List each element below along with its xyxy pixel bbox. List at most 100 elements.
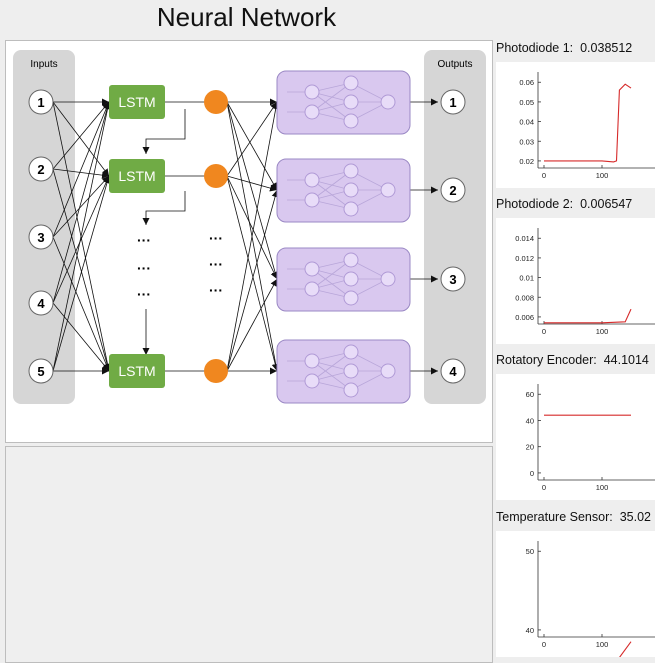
output-node	[440, 177, 466, 203]
ellipsis: ···	[137, 286, 151, 302]
edge	[226, 101, 279, 280]
x-tick-label: 100	[596, 171, 609, 180]
edge	[226, 101, 278, 191]
activation-node	[204, 359, 228, 383]
y-tick-label: 0.008	[515, 293, 534, 302]
output-node	[440, 89, 466, 115]
inputs-label: Inputs	[30, 59, 57, 70]
edge	[52, 101, 111, 304]
x-tick-label: 100	[596, 327, 609, 336]
y-tick-label: 0.012	[515, 254, 534, 263]
y-tick-label: 20	[526, 443, 534, 452]
edge	[226, 101, 280, 372]
input-node	[28, 358, 54, 384]
sensor-label-rotatory-encoder: Rotatory Encoder: 44.1014	[496, 353, 649, 367]
edge	[226, 189, 279, 372]
y-tick-label: 0.02	[519, 157, 534, 166]
output-node-label: 4	[449, 364, 457, 379]
network-diagram: Inputs Outputs 1 2 3 4 5 LSTM LSTM LSTM ··· ··· ··…	[13, 50, 486, 404]
input-node-label: 3	[37, 230, 44, 245]
y-tick-label: 0.01	[519, 274, 534, 283]
x-tick-label: 100	[596, 640, 609, 649]
sensor-name: Rotatory Encoder:	[496, 353, 597, 367]
output-node-label: 3	[449, 272, 456, 287]
input-node-label: 2	[37, 162, 44, 177]
edge	[52, 101, 110, 170]
ellipsis: ···	[137, 260, 151, 276]
recurrent-edge	[142, 109, 186, 154]
edge	[226, 175, 279, 372]
y-tick-label: 50	[526, 547, 534, 556]
output-node	[440, 358, 466, 384]
y-tick-label: 40	[526, 416, 534, 425]
activation-node	[204, 164, 228, 188]
input-node-label: 1	[37, 95, 44, 110]
sensor-value: 44.1014	[603, 353, 649, 367]
lstm-cell	[109, 85, 165, 119]
sensor-name: Photodiode 1:	[496, 41, 574, 55]
output-node-label: 2	[449, 183, 456, 198]
series-line	[544, 83, 632, 163]
edge	[226, 278, 278, 372]
ellipsis: ···	[209, 256, 223, 272]
y-tick-label: 60	[526, 390, 534, 399]
sensor-label-temperature-sensor: Temperature Sensor: 35.02	[496, 510, 651, 524]
x-tick-label: 0	[542, 327, 546, 336]
x-tick-label: 0	[542, 171, 546, 180]
input-node-label: 4	[37, 296, 45, 311]
sensor-name: Photodiode 2:	[496, 197, 574, 211]
sensor-value: 0.038512	[580, 41, 633, 55]
lstm-label: LSTM	[118, 363, 155, 379]
x-tick-label: 100	[596, 483, 609, 492]
outputs-label: Outputs	[437, 59, 472, 70]
mlp-block	[276, 158, 411, 223]
outputs-column	[424, 50, 486, 404]
edge	[226, 175, 278, 192]
plot-photodiode-2: 0.014 0.012 0.01 0.008 0.006 0 100	[496, 218, 655, 344]
edge	[226, 175, 278, 280]
input-node	[28, 290, 54, 316]
edge	[52, 168, 111, 372]
ellipsis: ···	[209, 282, 223, 298]
lstm-label: LSTM	[118, 94, 155, 110]
edge	[52, 236, 110, 372]
mlp-block	[276, 339, 411, 404]
sensor-value: 0.006547	[580, 197, 633, 211]
edge	[52, 168, 110, 179]
lstm-cell	[109, 159, 165, 193]
sensor-label-photodiode-1: Photodiode 1: 0.038512	[496, 41, 632, 55]
network-diagram-panel: Inputs Outputs 1 2 3 4 5 LSTM LSTM LSTM ··· ··· ··…	[5, 40, 493, 443]
plot-temperature-sensor: 50 40 0 100	[496, 531, 655, 663]
sensor-value: 35.02	[619, 510, 651, 524]
y-tick-label: 0.014	[515, 234, 534, 243]
y-tick-label: 40	[526, 626, 534, 635]
edge	[52, 175, 110, 238]
edge	[52, 175, 110, 304]
series-line	[544, 308, 632, 324]
x-tick-label: 0	[542, 640, 546, 649]
y-tick-label: 0	[530, 469, 534, 478]
y-tick-label: 0.06	[519, 78, 534, 87]
empty-panel	[5, 446, 493, 663]
mlp-block	[276, 70, 411, 135]
input-node	[28, 224, 54, 250]
ellipsis: ···	[209, 230, 223, 246]
input-node	[28, 89, 54, 115]
ellipsis: ···	[137, 232, 151, 248]
edge	[226, 101, 278, 177]
input-node	[28, 156, 54, 182]
edge	[52, 175, 111, 372]
edge	[52, 302, 110, 372]
lstm-label: LSTM	[118, 168, 155, 184]
sensor-name: Temperature Sensor:	[496, 510, 613, 524]
output-node	[440, 266, 466, 292]
page-title: Neural Network	[156, 2, 337, 32]
edge	[52, 101, 111, 372]
y-tick-label: 0.04	[519, 118, 534, 127]
y-tick-label: 0.05	[519, 98, 534, 107]
sensor-label-photodiode-2: Photodiode 2: 0.006547	[496, 197, 632, 211]
lstm-cell	[109, 354, 165, 388]
input-node-label: 5	[37, 364, 44, 379]
y-tick-label: 0.006	[515, 313, 534, 322]
